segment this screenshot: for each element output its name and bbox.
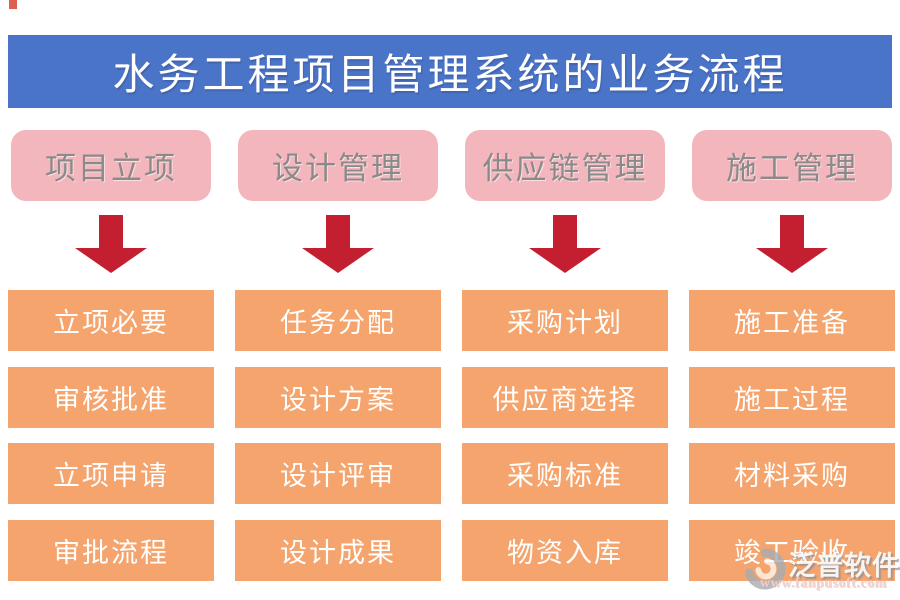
flow-column-supply-chain: 供应链管理 采购计划 供应商选择 采购标准 物资入库	[462, 130, 668, 585]
flow-step: 审批流程	[8, 520, 214, 581]
down-arrow-icon	[302, 215, 374, 273]
flow-step: 采购计划	[462, 290, 668, 351]
flow-step: 材料采购	[689, 443, 895, 504]
flow-step: 竣工验收	[689, 520, 895, 581]
flow-step: 设计方案	[235, 367, 441, 428]
flow-step: 供应商选择	[462, 367, 668, 428]
arrow-stem	[553, 215, 577, 248]
flow-step: 物资入库	[462, 520, 668, 581]
flow-step: 施工过程	[689, 367, 895, 428]
flow-column-design-management: 设计管理 任务分配 设计方案 设计评审 设计成果	[235, 130, 441, 585]
arrow-head	[529, 248, 601, 273]
column-header: 供应链管理	[465, 130, 665, 201]
flow-column-project-initiation: 项目立项 立项必要 审核批准 立项申请 审批流程	[8, 130, 214, 585]
flow-step: 施工准备	[689, 290, 895, 351]
arrow-stem	[99, 215, 123, 248]
flow-step: 采购标准	[462, 443, 668, 504]
arrow-stem	[780, 215, 804, 248]
flow-step: 立项必要	[8, 290, 214, 351]
flow-step: 设计评审	[235, 443, 441, 504]
flow-step: 设计成果	[235, 520, 441, 581]
arrow-head	[75, 248, 147, 273]
flow-column-construction-management: 施工管理 施工准备 施工过程 材料采购 竣工验收	[689, 130, 895, 585]
column-header: 设计管理	[238, 130, 438, 201]
down-arrow-icon	[75, 215, 147, 273]
column-header: 项目立项	[11, 130, 211, 201]
title-banner: 水务工程项目管理系统的业务流程	[8, 35, 892, 108]
arrow-stem	[326, 215, 350, 248]
page-title: 水务工程项目管理系统的业务流程	[112, 53, 788, 99]
corner-artifact	[9, 0, 17, 9]
flow-step: 任务分配	[235, 290, 441, 351]
down-arrow-icon	[529, 215, 601, 273]
down-arrow-icon	[756, 215, 828, 273]
flow-step: 审核批准	[8, 367, 214, 428]
flow-step: 立项申请	[8, 443, 214, 504]
arrow-head	[302, 248, 374, 273]
column-header: 施工管理	[692, 130, 892, 201]
arrow-head	[756, 248, 828, 273]
